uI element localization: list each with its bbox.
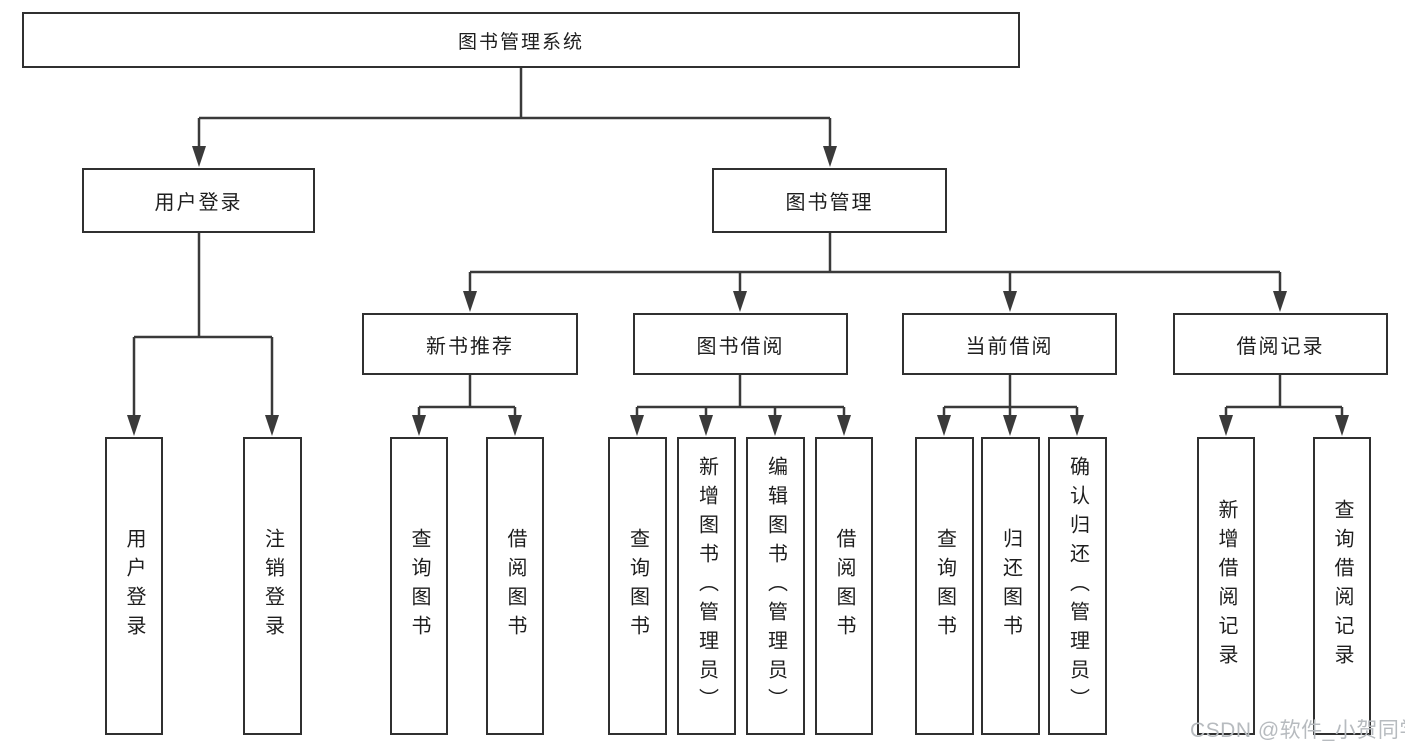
leaf-return-book: 归还图书 bbox=[981, 437, 1040, 735]
leaf-borrow-book-2: 借阅图书 bbox=[815, 437, 873, 735]
leaf-label: 查询借阅记录 bbox=[1331, 499, 1353, 673]
leaf-label: 查询图书 bbox=[408, 528, 430, 644]
leaf-add-borrow-record: 新增借阅记录 bbox=[1197, 437, 1255, 735]
node-root-system: 图书管理系统 bbox=[22, 12, 1020, 68]
node-book-borrow: 图书借阅 bbox=[633, 313, 848, 375]
node-current-borrow: 当前借阅 bbox=[902, 313, 1117, 375]
node-label: 图书借阅 bbox=[696, 335, 785, 358]
node-root-label: 图书管理系统 bbox=[457, 31, 584, 53]
leaf-label: 新增图书（管理员） bbox=[695, 455, 718, 717]
csdn-watermark: CSDN @软件_小贺同学 bbox=[1190, 719, 1405, 742]
leaf-label: 查询图书 bbox=[933, 528, 956, 644]
leaf-label: 编辑图书（管理员） bbox=[764, 455, 787, 717]
leaf-label: 查询图书 bbox=[626, 528, 649, 644]
leaf-label: 归还图书 bbox=[999, 528, 1022, 644]
node-new-book-recommend: 新书推荐 bbox=[362, 313, 578, 375]
node-label: 当前借阅 bbox=[965, 335, 1054, 358]
leaf-label: 注销登录 bbox=[261, 528, 284, 644]
leaf-label: 借阅图书 bbox=[504, 528, 526, 644]
leaf-query-book-1: 查询图书 bbox=[390, 437, 448, 735]
leaf-edit-book-admin: 编辑图书（管理员） bbox=[746, 437, 805, 735]
node-label: 新书推荐 bbox=[426, 335, 514, 358]
node-book-manage-branch: 图书管理 bbox=[712, 168, 947, 233]
node-user-login-branch: 用户登录 bbox=[82, 168, 315, 233]
leaf-logout: 注销登录 bbox=[243, 437, 302, 735]
leaf-label: 借阅图书 bbox=[833, 528, 855, 644]
leaf-borrow-book-1: 借阅图书 bbox=[486, 437, 544, 735]
node-label: 用户登录 bbox=[154, 192, 243, 214]
leaf-query-borrow-record: 查询借阅记录 bbox=[1313, 437, 1371, 735]
leaf-user-login: 用户登录 bbox=[105, 437, 163, 735]
leaf-label: 确认归还（管理员） bbox=[1066, 455, 1089, 717]
leaf-label: 用户登录 bbox=[123, 528, 145, 644]
node-borrow-record: 借阅记录 bbox=[1173, 313, 1388, 375]
node-label: 图书管理 bbox=[785, 192, 874, 214]
node-label: 借阅记录 bbox=[1236, 335, 1325, 358]
leaf-confirm-return-admin: 确认归还（管理员） bbox=[1048, 437, 1107, 735]
arrowheads bbox=[127, 146, 1349, 436]
leaf-label: 新增借阅记录 bbox=[1215, 499, 1237, 673]
leaf-add-book-admin: 新增图书（管理员） bbox=[677, 437, 736, 735]
leaf-query-book-3: 查询图书 bbox=[915, 437, 974, 735]
leaf-query-book-2: 查询图书 bbox=[608, 437, 667, 735]
